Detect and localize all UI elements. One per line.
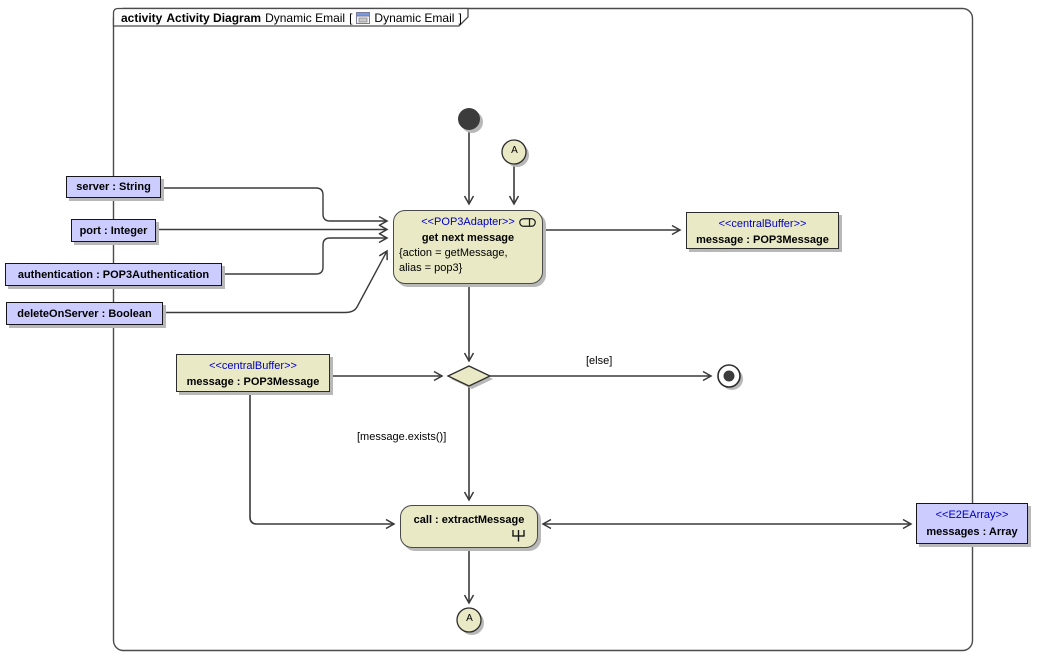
guard-message-exists[interactable]: [message.exists()] (357, 431, 447, 443)
buffer-right-name: message : POP3Message (696, 234, 829, 246)
edge-param-server[interactable] (161, 187, 389, 227)
action-property-1: {action = getMessage, (399, 247, 508, 259)
frame-keyword: activity (121, 10, 163, 25)
connector-top[interactable] (501, 139, 527, 165)
action-name: get next message (421, 232, 515, 244)
buffer-left-name: message : POP3Message (186, 376, 320, 388)
central-buffer-right[interactable]: <<centralBuffer>> message : POP3Message (686, 212, 839, 249)
edge-param-authentication[interactable] (222, 232, 389, 275)
frame-title-tab (112, 7, 469, 27)
diagram-icon (356, 11, 371, 24)
action-property-2: alias = pop3} (399, 262, 463, 274)
decision-node[interactable] (446, 365, 492, 387)
initial-node[interactable] (458, 108, 480, 130)
adapter-toggle-icon (519, 218, 536, 227)
parameter-authentication[interactable]: authentication : POP3Authentication (5, 263, 222, 286)
central-buffer-left[interactable]: <<centralBuffer>> message : POP3Message (176, 354, 330, 392)
parameter-server[interactable]: server : String (66, 176, 161, 198)
activity-frame (112, 7, 974, 652)
frame-close-bracket: ] (458, 10, 462, 25)
edge-param-deleteonserver[interactable] (163, 249, 388, 314)
object-messages-array[interactable]: <<E2EArray>> messages : Array (916, 503, 1028, 544)
buffer-left-stereotype: <<centralBuffer>> (209, 360, 297, 372)
action-extract-message[interactable]: call : extractMessage (400, 505, 538, 548)
guard-else[interactable]: [else] (586, 355, 613, 367)
frame-context-name: Dynamic Email (374, 10, 455, 25)
extract-name: call : extractMessage (413, 514, 525, 526)
parameter-deleteonserver[interactable]: deleteOnServer : Boolean (6, 302, 163, 325)
connector-bottom-label: A (466, 613, 473, 624)
action-get-next-message[interactable]: <<POP3Adapter>> get next message {action… (393, 210, 543, 284)
parameter-port[interactable]: port : Integer (71, 219, 156, 242)
rake-icon (512, 530, 525, 542)
array-name: messages : Array (926, 526, 1018, 538)
buffer-right-stereotype: <<centralBuffer>> (718, 218, 807, 230)
final-node-inner (723, 370, 735, 382)
frame-title: activity Activity Diagram Dynamic Email … (121, 10, 462, 25)
connector-bottom[interactable] (456, 607, 482, 633)
connector-top-label: A (511, 145, 518, 156)
array-stereotype: <<E2EArray>> (935, 509, 1009, 521)
frame-diagram-type: Activity Diagram (166, 10, 262, 25)
edge-buffer-left-to-extract[interactable] (249, 392, 396, 530)
frame-diagram-name: Dynamic Email (265, 10, 346, 25)
frame-open-bracket: [ (349, 10, 353, 25)
action-stereotype: <<POP3Adapter>> (421, 216, 515, 228)
